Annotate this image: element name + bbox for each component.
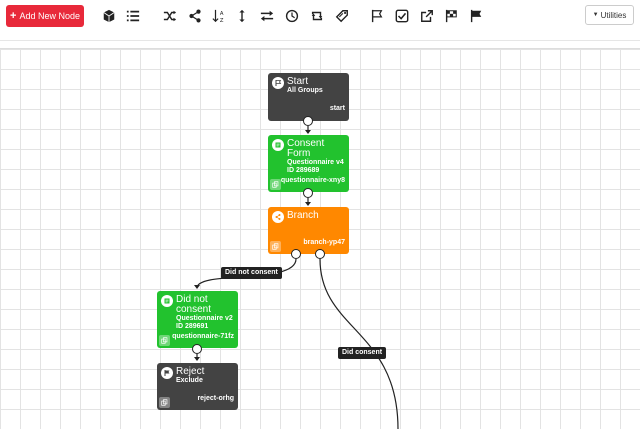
node-subtitle-id: ID 289691 bbox=[176, 323, 209, 330]
add-new-node-button[interactable]: + Add New Node bbox=[6, 5, 84, 27]
node-title-line2: Form bbox=[287, 148, 311, 159]
retweet-icon[interactable] bbox=[309, 8, 325, 24]
share-icon[interactable] bbox=[187, 8, 203, 24]
node-id: questionnaire-71fz bbox=[172, 333, 234, 340]
node-title: Branch bbox=[287, 210, 319, 221]
output-port-left[interactable] bbox=[291, 249, 301, 259]
tag-icon[interactable] bbox=[334, 8, 350, 24]
copy-icon[interactable] bbox=[159, 335, 170, 346]
node-title: Reject bbox=[176, 366, 205, 377]
flag-icon[interactable] bbox=[468, 8, 484, 24]
node-id: questionnaire-xny8 bbox=[280, 177, 345, 184]
node-start[interactable]: Start All Groups start bbox=[268, 73, 349, 121]
node-id: reject-orhg bbox=[197, 395, 234, 402]
copy-icon[interactable] bbox=[270, 241, 281, 252]
edge-label-did-not-consent[interactable]: Did not consent bbox=[221, 267, 282, 279]
questionnaire-icon bbox=[272, 139, 284, 151]
node-id: branch-yp47 bbox=[303, 239, 345, 246]
node-subtitle: All Groups bbox=[287, 87, 323, 94]
node-title-line2: consent bbox=[176, 304, 212, 315]
node-consent-form[interactable]: Consent Form Questionnaire v4 ID 289689 … bbox=[268, 135, 349, 192]
utilities-label: Utilities bbox=[600, 10, 627, 20]
list-icon[interactable] bbox=[125, 8, 141, 24]
questionnaire-icon bbox=[161, 295, 173, 307]
node-reject[interactable]: Reject Exclude reject-orhg bbox=[157, 363, 238, 410]
caret-down-icon: ▼ bbox=[592, 12, 599, 18]
edge-label-did-consent[interactable]: Did consent bbox=[338, 347, 387, 359]
shuffle-icon[interactable] bbox=[162, 8, 178, 24]
vertical-arrows-icon[interactable] bbox=[234, 8, 250, 24]
utilities-dropdown[interactable]: ▼ Utilities bbox=[585, 5, 634, 25]
copy-icon[interactable] bbox=[159, 397, 170, 408]
svg-text:Z: Z bbox=[220, 18, 224, 23]
node-subtitle: Questionnaire v2 bbox=[176, 315, 233, 322]
node-title: Start bbox=[287, 76, 309, 87]
flag-outline-icon bbox=[272, 77, 284, 89]
svg-text:A: A bbox=[220, 11, 224, 17]
output-port[interactable] bbox=[303, 116, 313, 126]
check-square-icon[interactable] bbox=[394, 8, 410, 24]
flag-icon bbox=[161, 367, 173, 379]
output-port-right[interactable] bbox=[315, 249, 325, 259]
flag-checkered-icon[interactable] bbox=[443, 8, 459, 24]
output-port[interactable] bbox=[192, 344, 202, 354]
output-port[interactable] bbox=[303, 188, 313, 198]
share-icon bbox=[272, 211, 284, 223]
external-link-icon[interactable] bbox=[419, 8, 435, 24]
toolbar-divider bbox=[0, 40, 640, 41]
node-title-line1: Consent bbox=[287, 138, 325, 149]
plus-icon: + bbox=[10, 9, 17, 22]
flag-outline-icon[interactable] bbox=[369, 8, 385, 24]
copy-icon[interactable] bbox=[270, 179, 281, 190]
node-subtitle: Questionnaire v4 bbox=[287, 159, 344, 166]
node-id: start bbox=[329, 105, 345, 112]
node-did-not-consent[interactable]: Did not consent Questionnaire v2 ID 2896… bbox=[157, 291, 238, 348]
node-title-line1: Did not bbox=[176, 294, 208, 305]
exchange-icon[interactable] bbox=[259, 8, 275, 24]
clock-icon[interactable] bbox=[284, 8, 300, 24]
node-subtitle: Exclude bbox=[176, 377, 203, 384]
node-subtitle-id: ID 289689 bbox=[287, 167, 320, 174]
add-new-node-label: Add New Node bbox=[19, 11, 80, 21]
node-branch[interactable]: Branch branch-yp47 bbox=[268, 207, 349, 254]
cube-icon[interactable] bbox=[101, 8, 117, 24]
